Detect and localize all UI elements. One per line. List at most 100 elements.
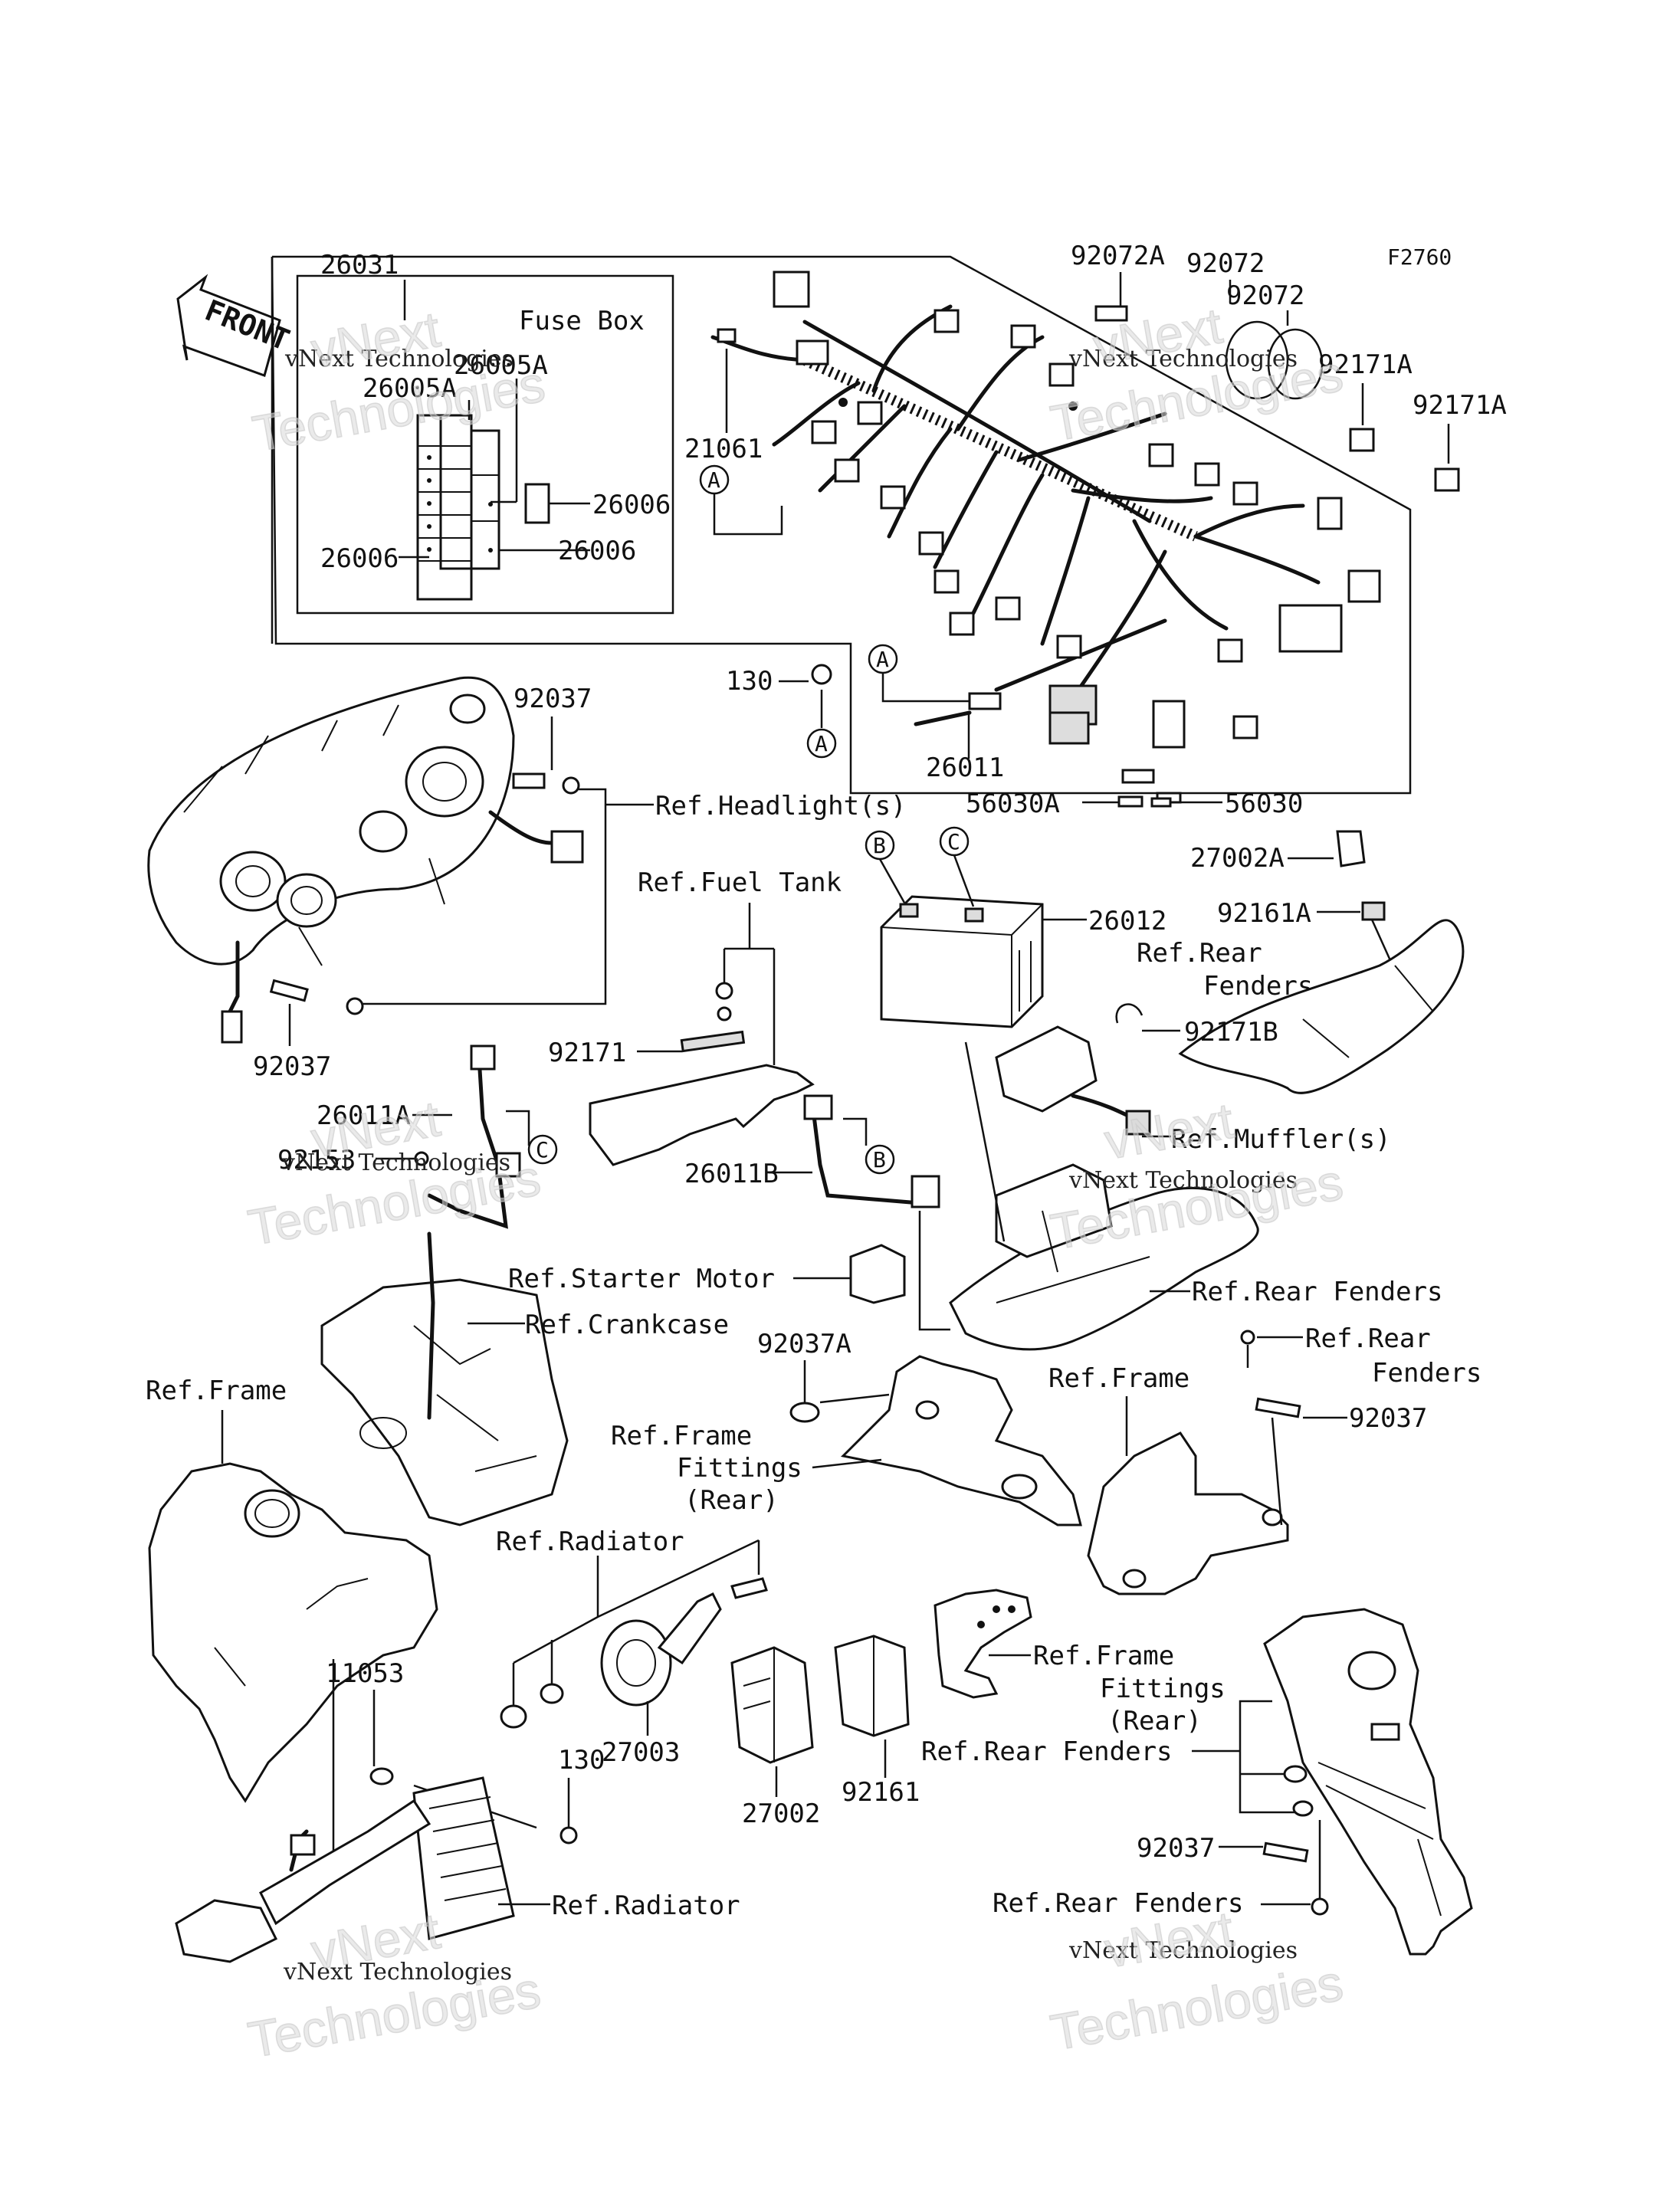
ref-rear-fenders-5: Ref.Rear Fenders <box>993 1888 1244 1919</box>
svg-text:vNext: vNext <box>1101 1092 1238 1170</box>
part-92037-left-icon <box>269 979 309 1002</box>
part-label-92153: 92153 <box>277 1145 356 1176</box>
rear-fender-middle-icon <box>949 1025 1259 1351</box>
svg-text:vNext Technologies: vNext Technologies <box>1068 1937 1298 1964</box>
part-label-26011: 26011 <box>926 753 1004 783</box>
ref-frame-fittings-1b: Fittings <box>677 1453 802 1484</box>
marker-b-2 <box>865 1144 895 1175</box>
svg-text:A: A <box>707 467 720 493</box>
ref-frame-right: Ref.Frame <box>1048 1363 1189 1394</box>
part-92037-top-icon <box>512 772 546 789</box>
part-label-26031: 26031 <box>320 250 399 280</box>
fuel-tank-bracket-icon <box>589 1064 815 1166</box>
part-92171B-icon <box>1115 1003 1144 1024</box>
grommet-horn-icon <box>500 1704 527 1729</box>
part-label-130-top: 130 <box>726 666 773 697</box>
part-label-26011A: 26011A <box>317 1100 411 1131</box>
marker-a-2 <box>806 728 837 759</box>
ref-frame-left: Ref.Frame <box>146 1376 287 1406</box>
part-label-92037-bottom: 92037 <box>1137 1833 1215 1864</box>
ref-crankcase: Ref.Crankcase <box>525 1310 729 1340</box>
part-label-56030A: 56030A <box>966 789 1060 819</box>
collar-fender-icon <box>1292 1800 1314 1817</box>
part-92072A-icon <box>1094 305 1128 322</box>
radiator-icon <box>175 1776 515 1963</box>
collar-horn-icon <box>540 1683 564 1704</box>
ref-muffler: Ref.Muffler(s) <box>1171 1124 1391 1155</box>
part-label-27002: 27002 <box>742 1799 820 1829</box>
svg-text:vNext Technologies: vNext Technologies <box>1068 1167 1298 1194</box>
part-21061-icon <box>717 328 737 343</box>
svg-text:B: B <box>873 833 886 858</box>
rear-fender-upper-icon <box>1178 919 1465 1094</box>
bolt-130-icon <box>811 664 832 685</box>
ref-headlight: Ref.Headlight(s) <box>655 791 907 821</box>
cable-26011B-icon <box>810 1101 922 1205</box>
ref-frame-fittings-2a: Ref.Frame <box>1033 1641 1174 1671</box>
horn-27003-icon <box>600 1592 722 1707</box>
ref-frame-fittings-1c: (Rear) <box>684 1485 779 1516</box>
fuse-box-inset: Fuse Box 26005A 260 <box>296 274 674 615</box>
nut-fender-icon <box>1311 1897 1329 1916</box>
ref-rear-fenders-3a: Ref.Rear <box>1305 1323 1431 1354</box>
frame-fittings-rear-icon <box>840 1355 1082 1526</box>
svg-text:C: C <box>947 829 960 854</box>
part-label-27002A: 27002A <box>1190 843 1285 874</box>
part-label-26012: 26012 <box>1088 906 1166 936</box>
part-label-92171A-a: 92171A <box>1318 349 1413 380</box>
ref-radiator-bottom: Ref.Radiator <box>552 1890 740 1921</box>
ecu-27002-icon <box>730 1646 814 1764</box>
part-label-130-bottom: 130 <box>558 1745 605 1776</box>
fuse-box-title: Fuse Box <box>519 306 645 336</box>
cable-26011A-icon <box>427 1055 508 1229</box>
part-label-27003: 27003 <box>602 1737 680 1768</box>
rear-fender-lower-icon <box>1263 1608 1473 1956</box>
starter-relay-icon <box>849 1244 906 1304</box>
fuse-label-26006-b: 26006 <box>558 536 636 566</box>
ref-rear-fenders-4: Ref.Rear Fenders <box>921 1736 1173 1767</box>
svg-text:B: B <box>873 1147 886 1172</box>
part-label-92161A: 92161A <box>1217 898 1311 929</box>
bolt-horn-icon <box>730 1577 768 1599</box>
part-label-92171A-b: 92171A <box>1413 390 1507 421</box>
part-label-11053: 11053 <box>326 1658 404 1689</box>
screw-left-icon <box>346 997 364 1015</box>
part-26011-icon <box>968 692 1002 710</box>
svg-text:vNext Technologies: vNext Technologies <box>1068 346 1298 372</box>
frame-main-left-icon <box>148 1462 438 1803</box>
part-label-21061: 21061 <box>684 434 763 464</box>
part-label-92037-right: 92037 <box>1349 1403 1427 1434</box>
harness-outline <box>271 255 1412 795</box>
part-92037-right-icon <box>1255 1397 1301 1418</box>
part-label-92072A: 92072A <box>1071 241 1165 271</box>
headlight-assembly-icon <box>147 676 584 1044</box>
ref-frame-fittings-1a: Ref.Frame <box>611 1421 752 1451</box>
ref-starter-motor: Ref.Starter Motor <box>508 1264 775 1294</box>
frame-rear-right-icon <box>1087 1431 1289 1595</box>
main-wiring-harness <box>710 271 1381 804</box>
svg-text:A: A <box>876 647 889 672</box>
part-label-92037A: 92037A <box>757 1329 851 1359</box>
ref-frame-fittings-2b: Fittings <box>1100 1674 1226 1704</box>
part-92072-band-icon <box>1225 320 1289 400</box>
front-arrow-icon: FRONT <box>176 274 294 377</box>
part-label-92037-top: 92037 <box>514 684 592 714</box>
part-label-92161: 92161 <box>842 1777 920 1808</box>
crankcase-icon <box>320 1231 569 1526</box>
figure-id: F2760 <box>1387 244 1452 270</box>
relay-92161-icon <box>834 1635 910 1737</box>
part-92171A-icon-b <box>1434 467 1460 492</box>
ref-fuel-tank: Ref.Fuel Tank <box>638 867 842 898</box>
fuse-block-icon <box>416 414 550 601</box>
part-label-92171: 92171 <box>548 1038 626 1068</box>
grommet-fender-icon <box>1283 1765 1308 1783</box>
part-label-56030: 56030 <box>1225 789 1303 819</box>
screw-rear-fender-icon <box>1240 1330 1255 1345</box>
fuse-label-26006-a: 26006 <box>592 490 671 520</box>
part-56030-icon <box>1150 797 1172 808</box>
fuse-label-26006-c: 26006 <box>320 543 399 574</box>
battery-26012-icon <box>880 895 1044 1028</box>
part-92171-icon <box>680 1030 746 1053</box>
relay-27002A-icon <box>1336 830 1366 867</box>
